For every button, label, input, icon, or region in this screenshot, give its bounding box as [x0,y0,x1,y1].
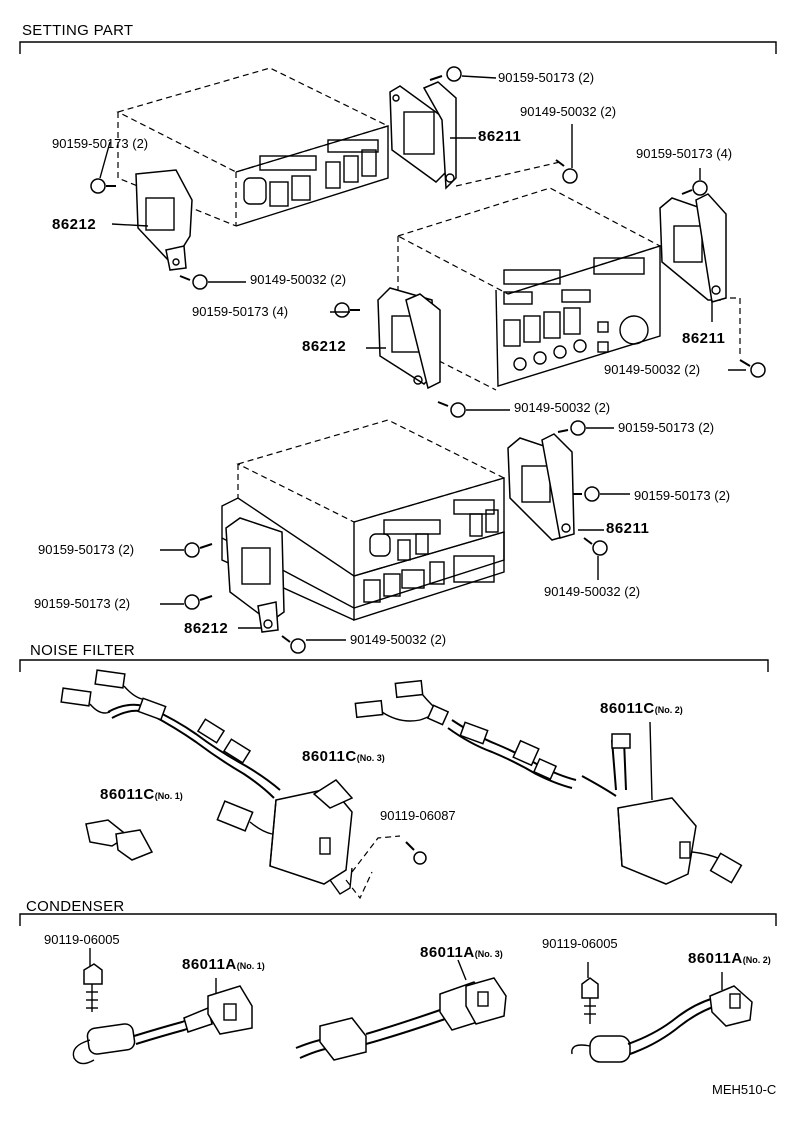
bracket-86211-lower [507,433,575,541]
part-label: 90159-50173 (2) [634,488,731,503]
part-number-main: 86011A [688,950,743,967]
part-label: 90159-50173 (2) [38,542,135,557]
part-number-main: 86011A [182,956,237,973]
part-number-label: 86211 [682,330,726,347]
part-label: 90159-50173 (2) [52,136,149,151]
section-frames [19,41,777,926]
noise-filter-right-harness [354,679,743,885]
part-label: 90149-50032 (2) [520,104,617,119]
condenser-middle [295,959,507,1061]
part-number-main: 86011A [420,944,475,961]
part-number-sub: (No. 3) [356,753,385,763]
part-number-label: 86212 [302,338,347,355]
part-label: 90159-50173 (2) [34,596,131,611]
part-number-sub: (No. 1) [154,791,183,801]
part-number-label: 86211 [606,520,650,537]
part-number-sub: (No. 2) [654,705,683,715]
screws [90,66,766,865]
part-label: 90149-50032 (2) [604,362,701,377]
part-number-label: 86011A(No. 2) [688,950,771,968]
part-number-sub: (No. 2) [742,955,771,965]
part-label: 90149-50032 (2) [250,272,347,287]
bracket-86212-lower [225,517,285,633]
part-label: 90149-50032 (2) [350,632,447,647]
part-number-label: 86011C(No. 1) [100,786,183,804]
bracket-86212-middle [377,287,441,390]
bracket-86211-right [659,193,727,303]
part-number-sub: (No. 3) [474,949,503,959]
part-number-main: 86011C [100,786,155,803]
condenser-left [72,948,253,1065]
part-number-main: 86011C [302,748,357,765]
bracket-86212-upper [135,169,193,271]
part-label: 90149-50032 (2) [544,584,641,599]
radio-unit-top-left [116,67,390,227]
part-label: 90119-06087 [380,808,456,823]
part-label: 90159-50173 (4) [192,304,289,319]
part-label: 90159-50173 (2) [498,70,595,85]
section-title-condenser: CONDENSER [26,898,125,915]
part-label: 90159-50173 (2) [618,420,715,435]
part-number-label: 86212 [184,620,229,637]
condenser-right [571,962,753,1063]
part-number-label: 86211 [478,128,522,145]
section-title-setting-part: SETTING PART [22,22,134,39]
noise-filter-left-harness [60,669,401,900]
part-number-label: 86011C(No. 3) [302,748,385,766]
bracket-86211-top [389,81,457,190]
part-number-label: 86011A(No. 3) [420,944,503,962]
leader-lines [99,75,746,641]
part-number-label: 86212 [52,216,97,233]
part-label: 90149-50032 (2) [514,400,611,415]
radio-unit-middle [396,161,741,391]
part-number-main: 86011C [600,700,655,717]
part-number-sub: (No. 1) [236,961,265,971]
part-number-label: 86011C(No. 2) [600,700,683,718]
diagram-code: MEH510-C [712,1082,777,1097]
part-label: 90159-50173 (4) [636,146,733,161]
part-number-label: 86011A(No. 1) [182,956,265,974]
part-label: 90119-06005 [542,936,618,951]
part-label: 90119-06005 [44,932,120,947]
section-title-noise-filter: NOISE FILTER [30,642,136,659]
